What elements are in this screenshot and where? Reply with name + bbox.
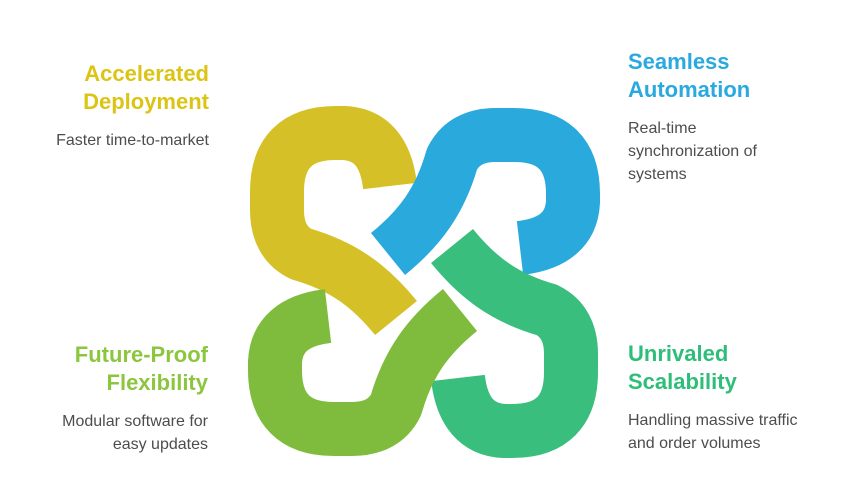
feature-unrivaled-scalability: Unrivaled Scalability Handling massive t…: [628, 340, 828, 455]
feature-accelerated-deployment: Accelerated Deployment Faster time-to-ma…: [39, 60, 209, 152]
feature-description: Real-time synchronization of systems: [628, 120, 757, 183]
feature-title: Seamless Automation: [628, 49, 751, 102]
blue-ribbon: [370, 108, 600, 275]
feature-description: Handling massive traffic and order volum…: [628, 412, 798, 452]
feature-title: Future-Proof Flexibility: [74, 342, 208, 395]
yellow-ribbon: [250, 106, 417, 336]
emerald-ribbon: [431, 228, 598, 458]
green-ribbon: [248, 289, 478, 456]
feature-description: Modular software for easy updates: [62, 413, 208, 453]
feature-future-proof-flexibility: Future-Proof Flexibility Modular softwar…: [38, 341, 208, 456]
feature-description: Faster time-to-market: [56, 132, 209, 149]
feature-seamless-automation: Seamless Automation Real-time synchroniz…: [628, 48, 803, 186]
feature-title: Accelerated Deployment: [83, 61, 209, 114]
feature-title: Unrivaled Scalability: [628, 341, 737, 394]
